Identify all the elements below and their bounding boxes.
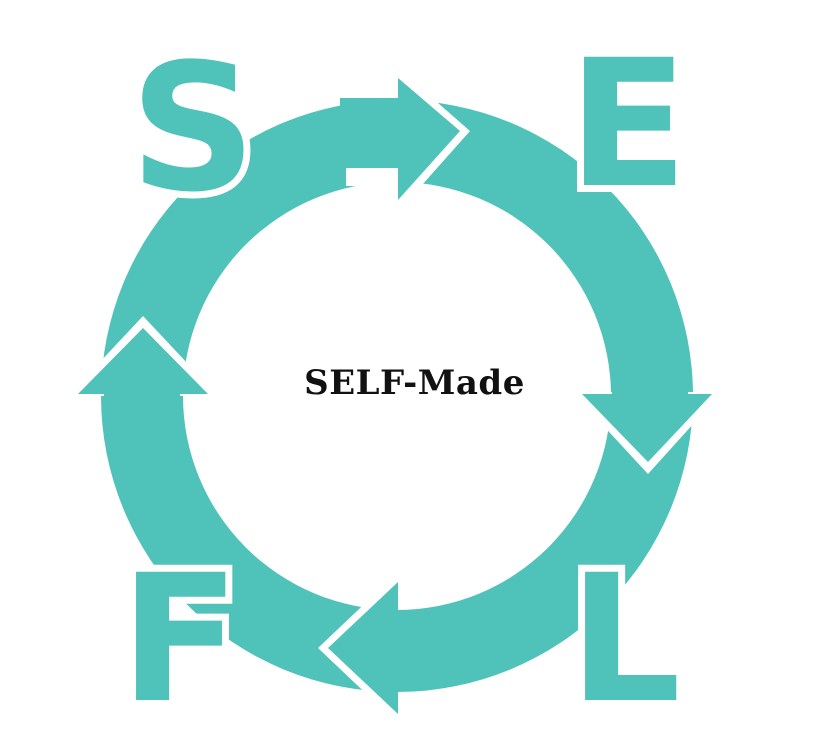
stage-letter-s: S	[130, 26, 257, 231]
cycle-ring	[101, 100, 693, 692]
stage-letter-e: E	[568, 22, 688, 227]
arrow-bottom-left	[318, 572, 446, 724]
stage-letter-f: F	[120, 537, 240, 742]
arrow-top-right	[340, 68, 470, 212]
diagram-title: SELF-Made	[304, 363, 525, 403]
stage-letter-l: L	[569, 537, 681, 742]
arrow-right-down	[572, 360, 722, 474]
arrow-left-up	[68, 316, 218, 422]
